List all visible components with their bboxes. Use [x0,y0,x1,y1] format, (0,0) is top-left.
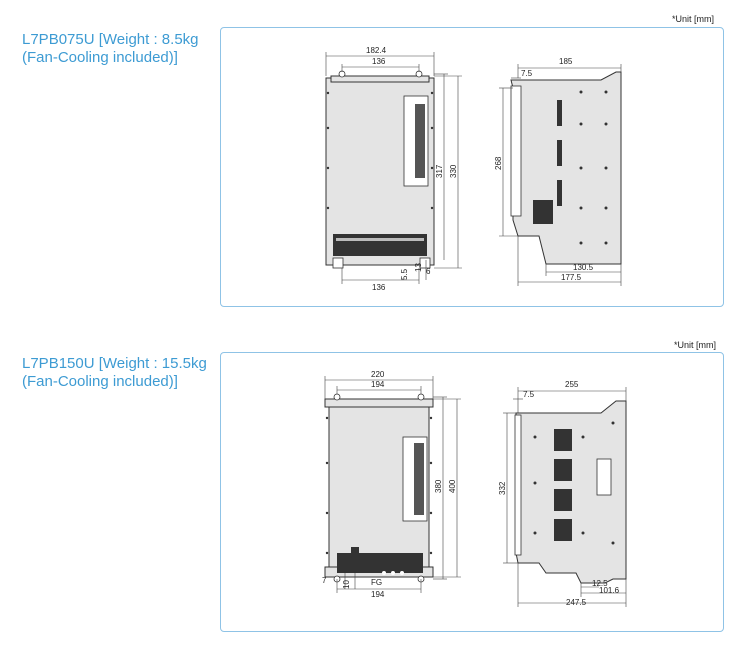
section2-side-view [503,387,627,607]
section2-side-depth-b: 101.6 [599,586,620,595]
section1-front-view [325,52,462,284]
section2-front-dim-b: 10 [342,580,351,589]
section1-front-overall-height: 330 [449,164,458,178]
section1-front-mount-width: 136 [372,57,386,66]
section1-side-front-plate [510,85,522,217]
section2-title-line2: (Fan-Cooling included)] [22,373,178,390]
section2-side-depth-c: 247.5 [566,598,587,607]
section1-front-top-flange [330,75,430,83]
section2-drawing-panel: 220 194 194 380 400 7 10 FG [220,352,724,632]
section2-front-view [324,376,461,593]
section2-side-depth-a: 12.5 [592,579,608,588]
section2-side-offset: 7.5 [523,390,535,399]
section2-side-label-window [596,458,612,496]
section2-front-overall-width: 220 [371,370,385,379]
section2-front-bottom-width: 194 [371,590,385,599]
section1-side-depth-b: 177.5 [561,273,582,282]
section1-drawing: 182.4 136 136 317 330 13 5.5 6 [325,46,622,292]
section1-side-view [499,64,622,286]
section2-side-front-plate [514,414,522,556]
section1-front-dim-c: 6 [426,267,431,276]
section1-side-height: 268 [494,156,503,170]
section2-side-depth: 255 [565,380,579,389]
section1-front-dim-b: 5.5 [400,268,409,280]
section1-side-depth: 185 [559,57,573,66]
section2-front-terminal-block [337,553,423,573]
section2-front-overall-height: 400 [448,479,457,493]
section1-front-terminal-block [333,234,427,256]
section2-front-fg-label: FG [371,578,382,587]
section1-side-vent-grille [533,200,553,224]
section2-front-body [328,402,430,574]
section2-title-line1: L7PB150U [Weight : 15.5kg [22,355,207,372]
section1-side-offset: 7.5 [521,69,533,78]
section1-title-line1: L7PB075U [Weight : 8.5kg [22,31,199,48]
section2-front-mount-width: 194 [371,380,385,389]
section2-front-dim-a: 7 [322,576,327,585]
section1-front-bottom-width: 136 [372,283,386,292]
section2-side-vent-grille [554,519,572,541]
section2-front-mount-height: 380 [434,479,443,493]
section1-unit-note: *Unit [mm] [672,14,715,24]
section1-front-mount-height: 317 [435,164,444,178]
section1-title-line2: (Fan-Cooling included)] [22,49,178,66]
section1-front-overall-width: 182.4 [366,46,387,55]
section1-front-dim-a: 13 [414,263,423,272]
section2-drawing: 220 194 194 380 400 7 10 FG [322,370,627,607]
section2-side-height: 332 [498,481,507,495]
section1-drawing-panel: 182.4 136 136 317 330 13 5.5 6 [220,27,724,307]
section1-side-depth-a: 130.5 [573,263,594,272]
section2-unit-note: *Unit [mm] [674,340,717,350]
